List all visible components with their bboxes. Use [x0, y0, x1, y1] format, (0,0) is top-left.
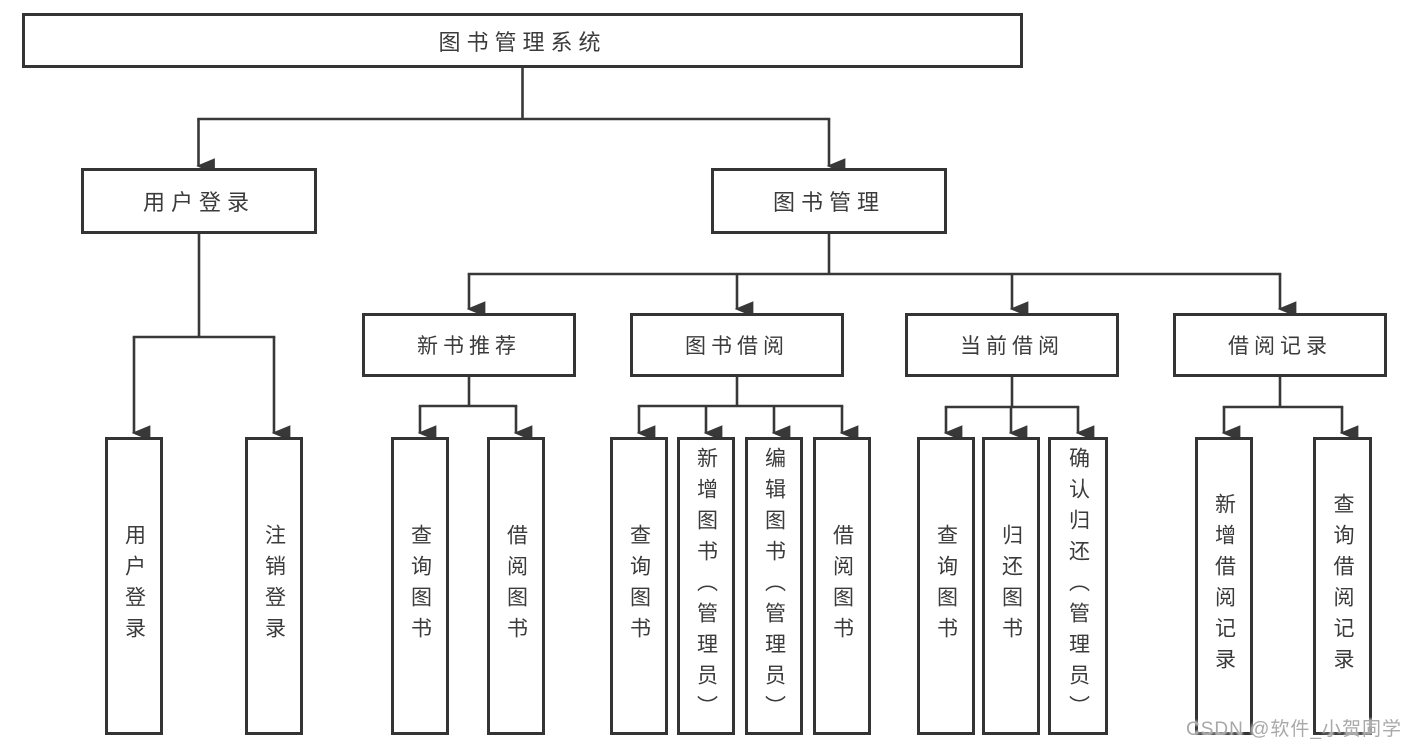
- leaf-add-borrow-record: 新增借阅记录: [1195, 437, 1253, 735]
- leaf-query-books-3-label: 查询图书: [934, 524, 958, 648]
- leaf-borrow-books-2: 借阅图书: [813, 437, 871, 735]
- node-borrow-records: 借阅记录: [1173, 313, 1387, 377]
- node-borrow-records-label: 借阅记录: [1228, 335, 1332, 358]
- leaf-logout-login: 注销登录: [245, 437, 303, 735]
- leaf-logout-login-label: 注销登录: [262, 524, 286, 648]
- node-book-management: 图书管理: [711, 168, 947, 234]
- leaf-confirm-return-admin-label: 确认归还（管理员）: [1066, 446, 1090, 726]
- leaf-query-books-2-label: 查询图书: [627, 524, 651, 648]
- leaf-add-borrow-record-label: 新增借阅记录: [1212, 493, 1236, 679]
- node-root: 图书管理系统: [22, 13, 1023, 68]
- leaf-confirm-return-admin: 确认归还（管理员）: [1048, 437, 1108, 735]
- node-current-borrow: 当前借阅: [905, 313, 1119, 377]
- leaf-query-books-1-label: 查询图书: [408, 524, 432, 648]
- node-book-borrow-label: 图书借阅: [685, 335, 789, 358]
- node-root-label: 图书管理系统: [438, 29, 607, 55]
- node-current-borrow-label: 当前借阅: [960, 335, 1064, 358]
- node-new-book-recommend-label: 新书推荐: [417, 335, 521, 358]
- leaf-user-login: 用户登录: [105, 437, 163, 735]
- leaf-query-borrow-record-label: 查询借阅记录: [1331, 493, 1354, 679]
- node-book-borrow: 图书借阅: [630, 313, 844, 377]
- leaf-borrow-books-2-label: 借阅图书: [830, 524, 854, 648]
- connector-group: [131, 68, 1359, 441]
- leaf-borrow-books-1: 借阅图书: [487, 437, 545, 735]
- leaf-add-book-admin: 新增图书（管理员）: [677, 437, 735, 735]
- leaf-add-book-admin-label: 新增图书（管理员）: [694, 446, 718, 726]
- node-user-login: 用户登录: [81, 168, 317, 234]
- leaf-edit-book-admin-label: 编辑图书（管理员）: [762, 446, 786, 726]
- csdn-watermark: CSDN @软件_小贺同学: [1186, 719, 1402, 740]
- leaf-query-borrow-record: 查询借阅记录: [1313, 437, 1372, 735]
- leaf-return-book-label: 归还图书: [999, 524, 1023, 648]
- leaf-query-books-1: 查询图书: [391, 437, 449, 735]
- leaf-user-login-label: 用户登录: [122, 524, 146, 648]
- leaf-borrow-books-1-label: 借阅图书: [504, 524, 528, 648]
- leaf-query-books-2: 查询图书: [610, 437, 668, 735]
- leaf-query-books-3: 查询图书: [917, 437, 975, 735]
- node-user-login-label: 用户登录: [142, 190, 255, 215]
- leaf-return-book: 归还图书: [982, 437, 1040, 735]
- node-new-book-recommend: 新书推荐: [362, 313, 576, 377]
- leaf-edit-book-admin: 编辑图书（管理员）: [745, 437, 803, 735]
- node-book-management-label: 图书管理: [772, 190, 885, 215]
